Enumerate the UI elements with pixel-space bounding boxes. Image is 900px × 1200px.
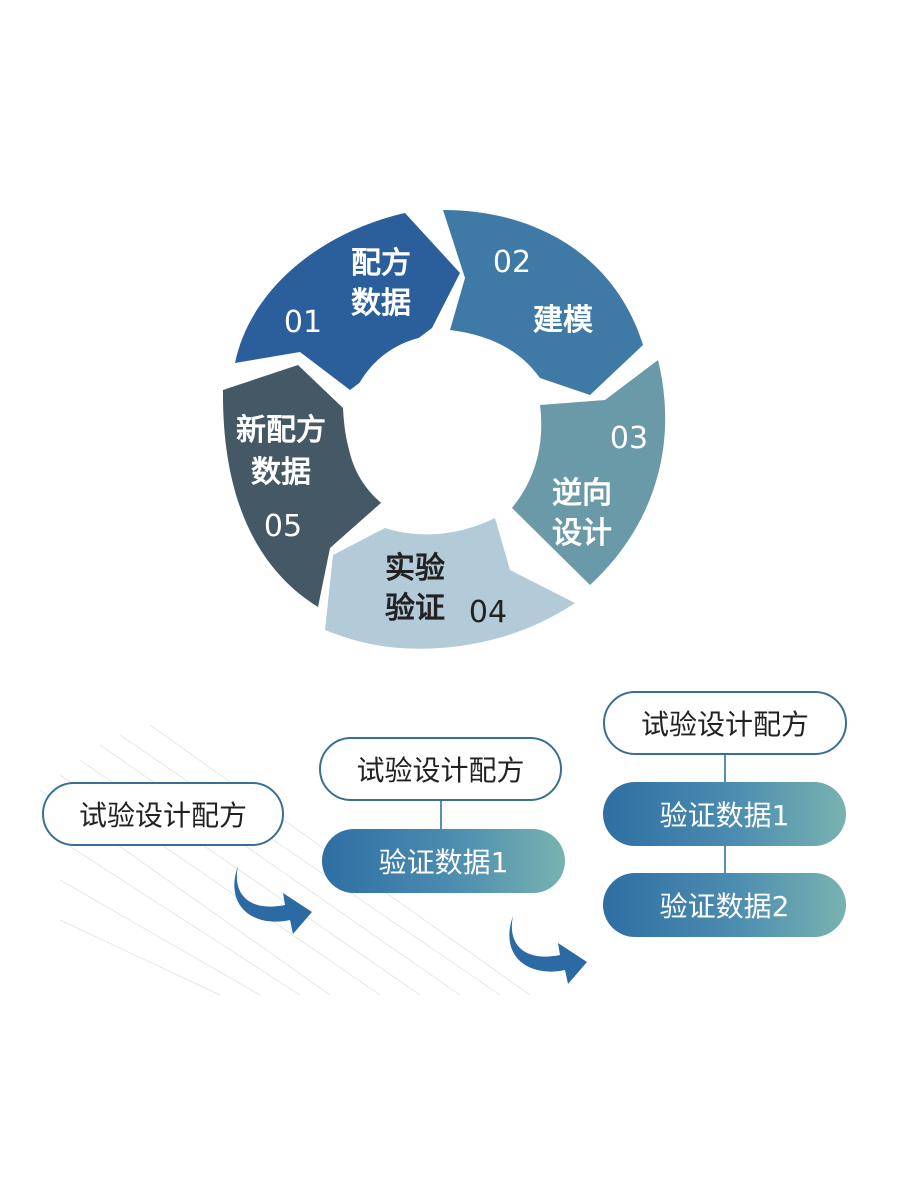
flow-arrow-2 — [509, 916, 587, 984]
stage2-data-box-1: 验证数据1 — [322, 829, 565, 893]
cycle-segment-03: 03 逆向 设计 — [512, 360, 666, 585]
segment-number: 05 — [264, 509, 302, 544]
stage3-data-box-1: 验证数据1 — [603, 782, 846, 846]
segment-number: 04 — [469, 595, 507, 630]
segment-label-line2: 验证 — [385, 591, 445, 626]
segment-label-line1: 建模 — [533, 303, 593, 338]
segment-number: 01 — [284, 305, 322, 340]
segment-label-line1: 逆向 — [552, 476, 612, 511]
segment-label-line2: 数据 — [351, 286, 411, 321]
stage3-data-box-2: 验证数据2 — [603, 873, 846, 937]
segment-label-line1: 配方 — [351, 246, 411, 281]
stage1-formula-box: 试验设计配方 — [42, 782, 284, 846]
cycle-diagram: 01 配方 数据 02 建模 03 逆向 设计 实验 验证 04 新配方 数据 … — [222, 210, 666, 649]
stage3-connector-2 — [724, 846, 726, 873]
cycle-segment-04: 实验 验证 04 — [325, 518, 575, 649]
segment-number: 03 — [610, 421, 648, 456]
segment-label-line2: 设计 — [552, 516, 612, 551]
segment-number: 02 — [493, 245, 531, 280]
cycle-center-hole — [347, 335, 537, 525]
stage2-formula-box: 试验设计配方 — [319, 737, 562, 801]
stage3-formula-box: 试验设计配方 — [603, 691, 847, 755]
cycle-segment-02: 02 建模 — [443, 210, 643, 395]
stage2-connector — [440, 801, 442, 829]
flow-arrow-1 — [234, 866, 312, 934]
segment-label-line1: 实验 — [385, 551, 445, 586]
stage3-connector-1 — [724, 755, 726, 782]
segment-label-line1: 新配方 — [236, 413, 326, 448]
segment-label-line2: 数据 — [251, 455, 311, 490]
cycle-segment-05: 新配方 数据 05 — [222, 365, 382, 607]
